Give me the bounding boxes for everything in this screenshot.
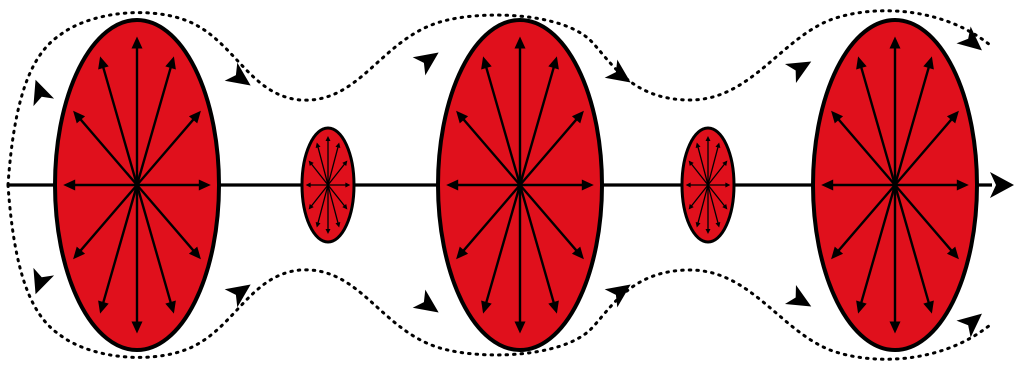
field-direction-arrowhead [605,276,637,308]
axis-arrowhead [990,172,1014,198]
large-cell-1 [55,20,219,350]
large-cell-3 [813,20,977,350]
field-direction-arrowhead [785,52,817,83]
field-direction-arrowhead [225,63,257,95]
field-direction-arrowhead [25,76,54,106]
field-direction-arrowhead [225,276,257,308]
large-cell-2 [438,20,602,350]
field-direction-arrowhead [413,44,445,76]
field-direction-arrowhead [957,305,990,337]
small-cell-2 [682,128,734,242]
cells-group [55,20,977,350]
field-direction-arrowhead [413,290,445,322]
small-cell-1 [302,128,354,242]
field-direction-arrowhead [957,27,990,59]
field-direction-arrowhead [785,285,817,316]
field-direction-arrowhead [25,268,54,298]
